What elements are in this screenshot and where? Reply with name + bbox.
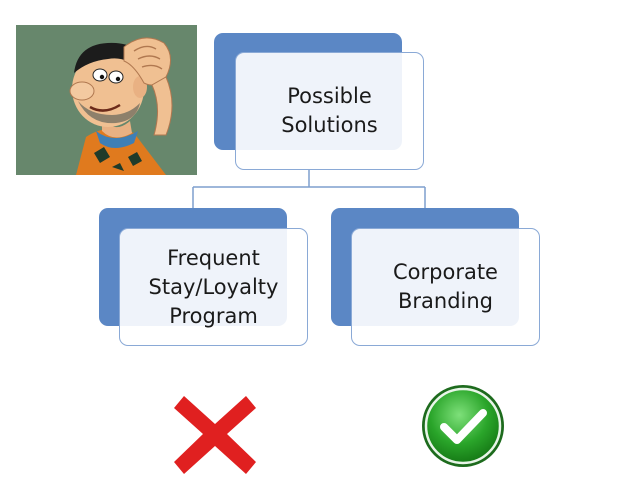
root-label-line: Possible: [287, 84, 372, 108]
root-node: Possible Solutions: [235, 52, 424, 170]
green-check-icon: [422, 385, 504, 467]
loyalty-label-line: Stay/Loyalty: [148, 274, 279, 299]
loyalty-label-line: Program: [169, 303, 258, 328]
corporate-branding-node: Corporate Branding: [351, 228, 540, 346]
branding-label-line: Corporate: [393, 260, 498, 284]
root-node-label: Possible Solutions: [281, 82, 378, 140]
loyalty-node-label: Frequent Stay/Loyalty Program: [149, 244, 279, 331]
branding-label-line: Branding: [397, 289, 493, 313]
loyalty-label-line: Frequent: [167, 245, 260, 270]
red-x-icon: [174, 396, 256, 474]
loyalty-program-node: Frequent Stay/Loyalty Program: [119, 228, 308, 346]
root-label-line: Solutions: [281, 113, 378, 137]
branding-node-label: Corporate Branding: [393, 258, 498, 316]
cartoon-character-image: [16, 25, 197, 175]
